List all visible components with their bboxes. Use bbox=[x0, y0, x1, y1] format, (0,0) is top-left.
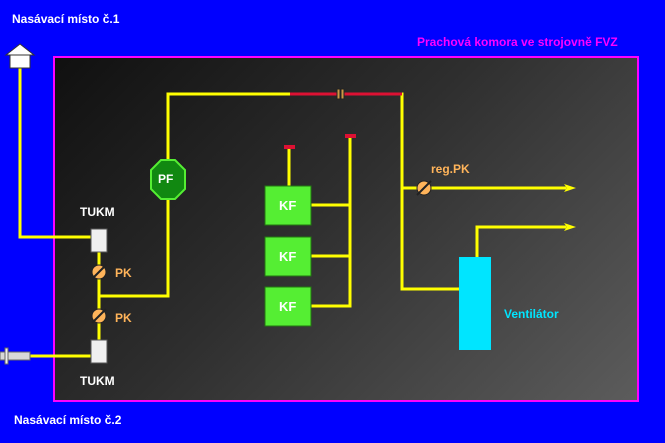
pf-pipe bbox=[97, 197, 170, 298]
top-pipe-right bbox=[400, 92, 462, 291]
tukm-top-box[interactable] bbox=[90, 228, 108, 253]
dust-chamber bbox=[53, 56, 639, 402]
kf3-label: KF bbox=[279, 299, 297, 314]
pf-filter[interactable] bbox=[150, 159, 186, 200]
kf1-label: KF bbox=[279, 198, 297, 213]
kf2-label: KF bbox=[279, 249, 297, 264]
reg-pk-valve-icon[interactable] bbox=[416, 180, 432, 196]
top-pipe bbox=[166, 92, 292, 162]
pf-label: PF bbox=[158, 172, 174, 186]
arrow-icon bbox=[564, 184, 576, 192]
tukm-bottom-box[interactable] bbox=[90, 339, 108, 364]
kf3-filter[interactable] bbox=[264, 286, 312, 327]
plug-icon[interactable] bbox=[0, 347, 31, 365]
intake1-pipe bbox=[18, 66, 94, 239]
pipes bbox=[18, 66, 567, 358]
fan-label: Ventilátor bbox=[504, 307, 559, 321]
intake2-label: Nasávací místo č.2 bbox=[14, 413, 122, 427]
fan-outlet-pipe bbox=[475, 225, 567, 259]
pk-top-valve-icon[interactable] bbox=[91, 264, 107, 280]
house-icon[interactable] bbox=[4, 43, 36, 69]
kf2-filter[interactable] bbox=[264, 236, 312, 277]
pk-bottom-valve-icon[interactable] bbox=[91, 308, 107, 324]
chamber-title: Prachová komora ve strojovně FVZ bbox=[417, 35, 618, 49]
fan-unit[interactable] bbox=[459, 257, 491, 350]
kf1-filter[interactable] bbox=[264, 185, 312, 226]
kf-manifold-cap bbox=[345, 134, 356, 138]
pk-bottom-label: PK bbox=[115, 311, 132, 325]
intake1-label: Nasávací místo č.1 bbox=[12, 12, 120, 26]
reg-pk-label: reg.PK bbox=[431, 162, 470, 176]
pk-top-label: PK bbox=[115, 266, 132, 280]
pipe-flange bbox=[336, 88, 345, 100]
tukm-top-label: TUKM bbox=[80, 205, 115, 219]
tukm-bottom-label: TUKM bbox=[80, 374, 115, 388]
kf-riser-cap bbox=[284, 145, 295, 149]
arrow-icon bbox=[564, 223, 576, 231]
